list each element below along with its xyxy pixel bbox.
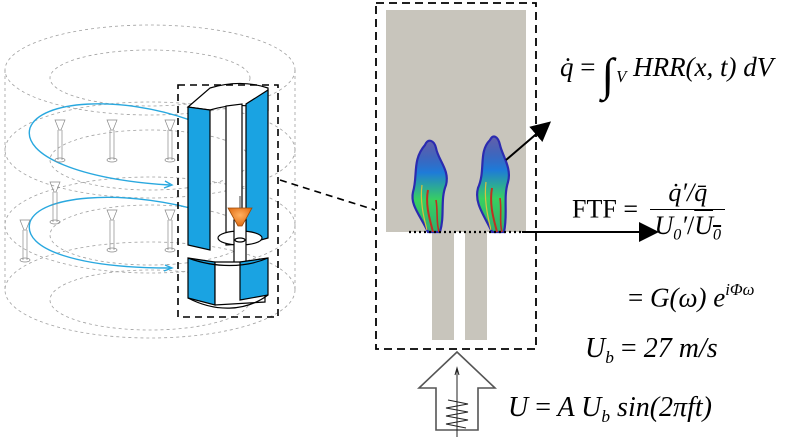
inlet-duct-left xyxy=(432,232,454,340)
combustor-sector xyxy=(186,82,269,266)
combustor-sector-lower xyxy=(187,257,269,309)
nozzle-cone-icon xyxy=(227,207,253,227)
flame-left xyxy=(411,139,448,234)
annular-combustor-sketch xyxy=(4,24,296,339)
sector-selection-box xyxy=(177,84,279,318)
ftf-model-equation: = G(ω) eiΦω xyxy=(628,280,755,313)
swirl-arrows xyxy=(28,103,191,272)
bulk-velocity-equation: Ub = 27 m/s xyxy=(585,333,718,368)
inlet-duct-right xyxy=(465,232,487,340)
computational-domain xyxy=(375,2,659,437)
heat-release-equation: q̇ =∫V HRR(x, t) dV xyxy=(560,49,774,100)
zoom-connector xyxy=(279,179,376,211)
ftf-equation: FTF = q̇′/q̄ U0′/U0 xyxy=(572,178,726,245)
heat-release-arrow xyxy=(505,121,552,161)
forcing-equation: U = A Ub sin(2πft) xyxy=(508,392,712,427)
domain-selection-box xyxy=(375,2,537,350)
flame-right xyxy=(476,135,510,234)
injector-sketches xyxy=(19,119,176,263)
inlet-forcing-arrow xyxy=(416,350,498,437)
